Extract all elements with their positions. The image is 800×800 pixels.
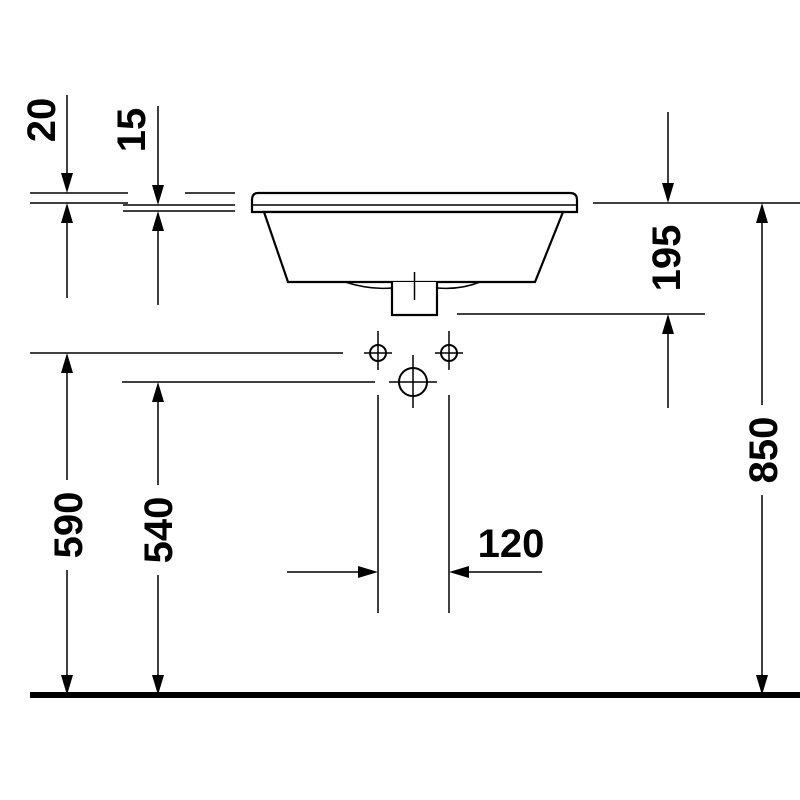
dim-supply-spacing: 120 xyxy=(287,395,544,613)
dim-waste-height: 540 xyxy=(122,381,375,695)
dim-rim-thickness-label: 20 xyxy=(20,98,64,143)
dim-rim-height-label: 850 xyxy=(742,417,786,484)
dim-supply-height-label: 590 xyxy=(47,492,91,559)
dim-rim-height: 850 xyxy=(742,203,786,695)
dim-rim-offset-label: 15 xyxy=(110,108,154,153)
dim-rim-offset: 15 xyxy=(110,106,235,305)
dim-basin-depth: 195 xyxy=(457,112,800,408)
dim-supply-spacing-label: 120 xyxy=(478,522,545,566)
dim-supply-height: 590 xyxy=(30,352,343,695)
dim-rim-thickness: 20 xyxy=(20,95,128,298)
dim-basin-depth-label: 195 xyxy=(645,225,689,292)
dim-waste-height-label: 540 xyxy=(137,497,181,564)
connection-points xyxy=(364,331,463,408)
basin xyxy=(250,191,579,317)
